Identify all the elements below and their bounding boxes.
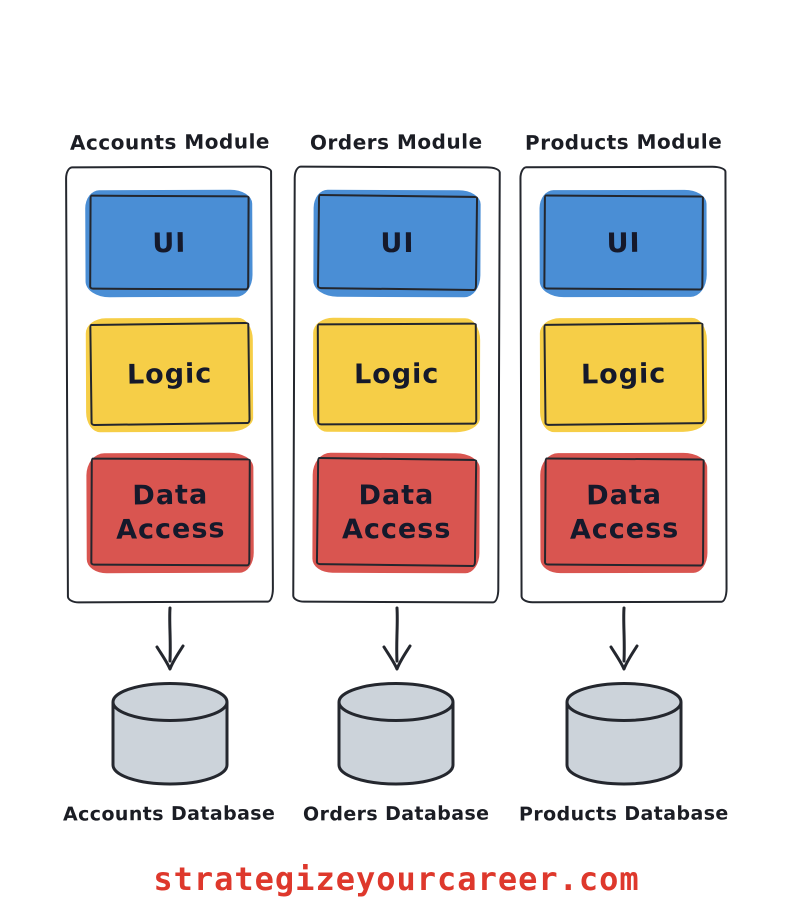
module-title: Accounts Module [69,129,270,155]
module-container: UI Logic Data Access [65,165,274,604]
database-accounts: Accounts Database [63,679,276,826]
database-cylinder-icon [111,682,228,786]
module-title: Orders Module [310,129,483,155]
database-label: Products Database [518,802,729,826]
module-accounts: Accounts Module UI Logic Data Access [63,129,276,826]
module-container: UI Logic Data Access [519,165,728,604]
site-watermark: strategizeyourcareer.com [153,860,640,898]
module-products: Products Module UI Logic Data Access [518,129,729,826]
database-cylinder-icon [337,682,455,786]
arrow-down-icon [376,603,418,679]
layer-label: Data Access [569,479,679,546]
database-orders: Orders Database [303,679,490,826]
layer-data-access: Data Access [312,452,480,574]
layer-logic: Logic [85,317,254,433]
layer-logic: Logic [312,317,481,433]
layer-ui: UI [539,189,707,298]
layer-label: UI [151,227,187,259]
database-products: Products Database [518,679,729,826]
arrow-down-icon [149,603,191,679]
modules-row: Accounts Module UI Logic Data Access [0,129,793,826]
layer-label: Logic [580,358,667,391]
module-title: Products Module [524,129,723,155]
layer-ui: UI [85,189,253,298]
database-label: Orders Database [303,802,490,826]
layer-ui: UI [313,189,481,298]
layer-logic: Logic [539,317,708,433]
layer-data-access: Data Access [86,452,254,574]
database-cylinder-icon [565,682,682,786]
layer-label: UI [379,227,415,259]
layer-label: Data Access [115,479,226,546]
layer-label: Logic [353,358,440,391]
layer-label: Logic [126,358,213,391]
layer-data-access: Data Access [540,452,708,574]
layer-label: Data Access [341,479,451,546]
layer-label: UI [605,227,641,259]
database-label: Accounts Database [63,802,276,826]
module-orders: Orders Module UI Logic Data Access [292,129,501,826]
arrow-down-icon [603,603,645,679]
module-container: UI Logic Data Access [292,165,501,604]
